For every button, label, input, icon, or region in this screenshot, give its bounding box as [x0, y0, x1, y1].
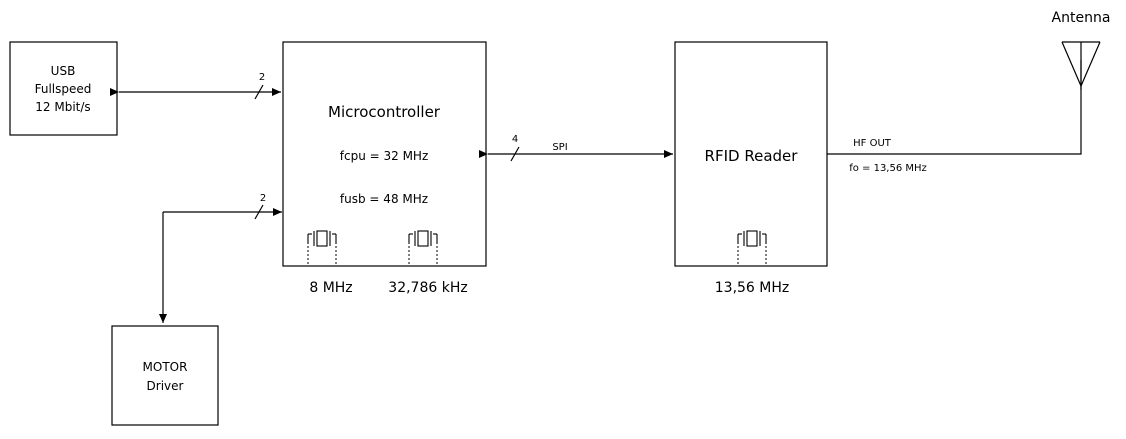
rfid-reader-block: RFID Reader [674, 41, 828, 267]
antenna-label: Antenna [1052, 10, 1111, 26]
motor-driver-block: MOTOR Driver [111, 325, 219, 426]
fcpu-label: fcpu = 32 MHz [340, 149, 429, 163]
driver-label: Driver [147, 379, 184, 393]
usb-bus-width: 2 [259, 72, 265, 83]
bus-width-slash [254, 84, 264, 100]
motor-label: MOTOR [143, 360, 188, 374]
usb-label: USB [51, 64, 76, 78]
crystal-8mhz-label: 8 MHz [309, 280, 352, 296]
spi-bus-width: 4 [512, 134, 518, 145]
motor-bus: 2 [159, 193, 282, 323]
crystal-13mhz-icon [737, 230, 767, 266]
spi-label: SPI [552, 142, 567, 153]
usb-bus: 2 [110, 72, 281, 100]
microcontroller-title: Microcontroller [328, 103, 441, 121]
spi-bus: 4 SPI [479, 134, 673, 162]
crystal-32khz-icon [408, 230, 438, 266]
fusb-label: fusb = 48 MHz [340, 192, 428, 206]
usb-bitrate: 12 Mbit/s [35, 100, 90, 114]
crystal-8mhz-icon [307, 230, 337, 266]
hf-output: HF OUT fo = 13,56 MHz [827, 60, 1082, 174]
crystal-32khz-label: 32,786 kHz [388, 280, 467, 296]
rfid-reader-title: RFID Reader [705, 147, 799, 165]
bus-width-slash [254, 204, 264, 220]
motor-bus-width: 2 [260, 193, 266, 204]
fo-label: fo = 13,56 MHz [849, 163, 927, 174]
microcontroller-block: Microcontroller fcpu = 32 MHz fusb = 48 … [282, 41, 487, 267]
antenna-icon: Antenna [1052, 10, 1111, 90]
crystal-13mhz-label: 13,56 MHz [715, 280, 789, 296]
bus-width-slash [510, 146, 520, 162]
usb-speed-class: Fullspeed [35, 82, 92, 96]
usb-block: USB Fullspeed 12 Mbit/s [9, 41, 118, 136]
hf-out-label: HF OUT [853, 138, 892, 149]
